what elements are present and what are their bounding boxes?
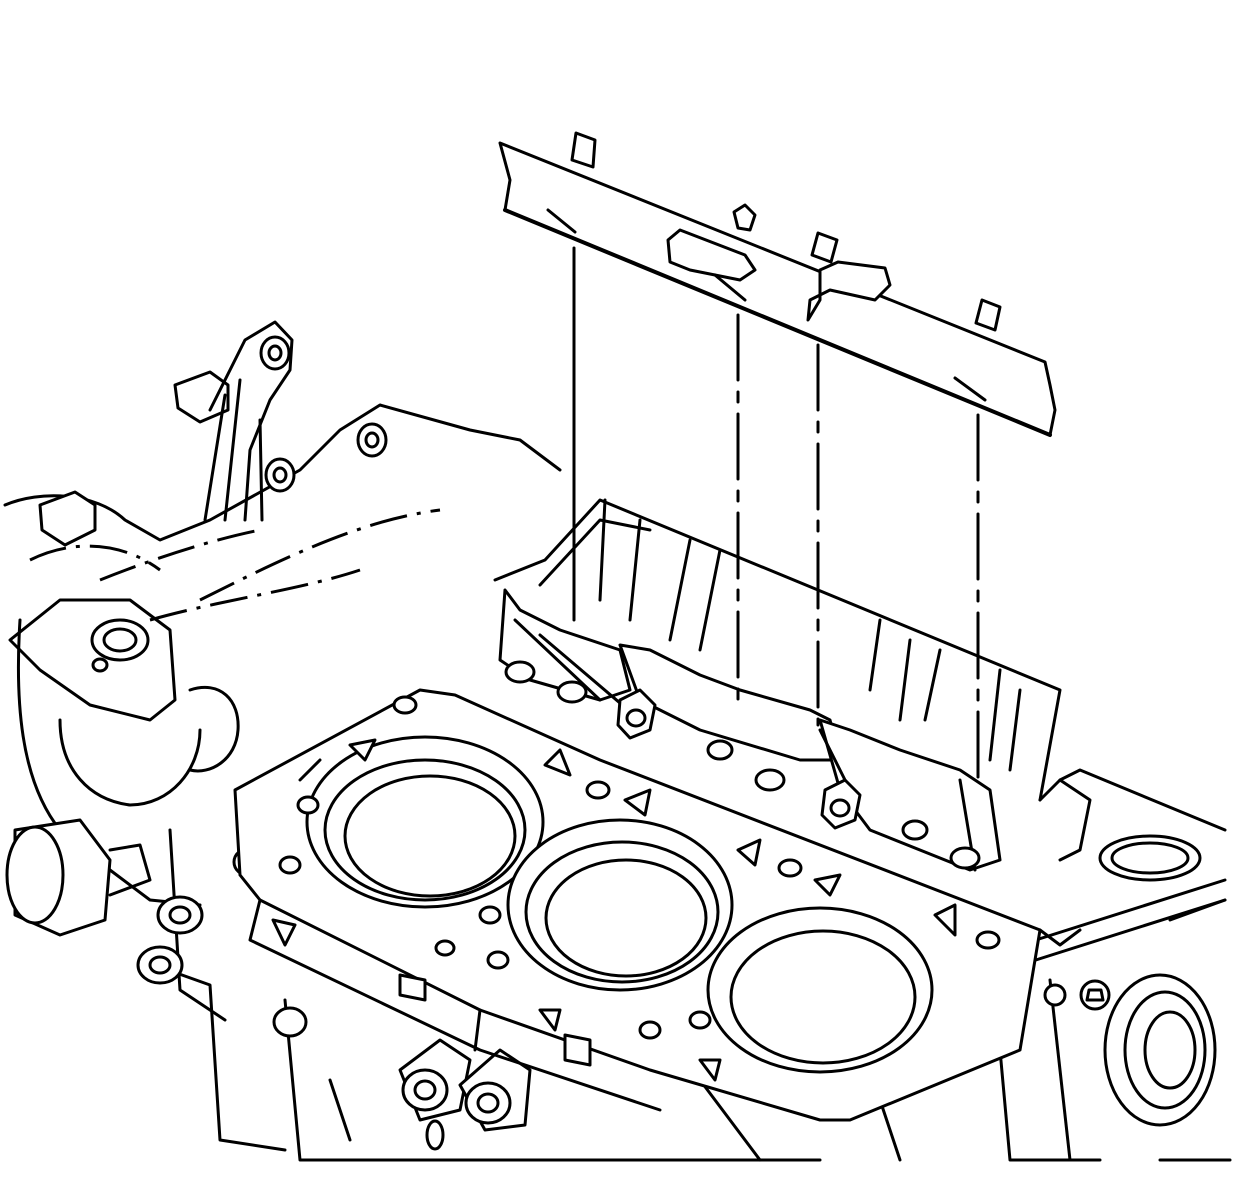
engine-block: [136, 768, 1232, 1162]
coolant-outlet-pipe: [5, 818, 152, 937]
lifter-bores: [504, 660, 981, 870]
cylinder-bore-1: [305, 735, 545, 909]
cylinder-head-rear-deck: [493, 498, 1062, 872]
block-rear-corner: [1038, 778, 1227, 947]
mount-bracket: [38, 320, 388, 547]
alignment-lines: [572, 246, 980, 787]
lifter-guide-retainer: [498, 131, 1057, 437]
head-gasket: [233, 688, 1042, 1122]
front-cover-housing: [3, 403, 562, 907]
deck-edge: [248, 898, 662, 1112]
